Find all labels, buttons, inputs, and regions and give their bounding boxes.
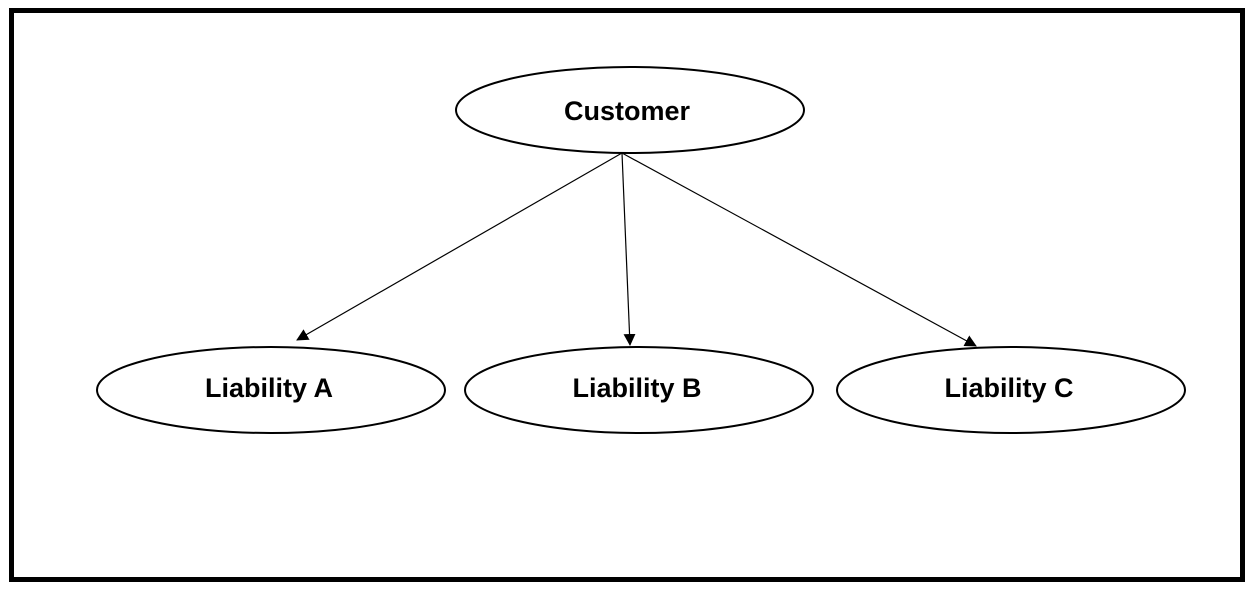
node-liability-b: Liability B: [464, 346, 814, 434]
node-liability-a-shape: [96, 346, 446, 434]
edge-customer-to-liability-c: [621, 152, 977, 347]
edge-customer-to-liability-a: [296, 152, 623, 341]
node-liability-b-shape: [464, 346, 814, 434]
node-customer-shape: [455, 66, 805, 154]
node-customer-label: Customer: [564, 96, 691, 126]
node-liability-c-label: Liability C: [944, 373, 1073, 403]
node-liability-c: Liability C: [836, 346, 1186, 434]
node-liability-a: Liability A: [96, 346, 446, 434]
edge-customer-to-liability-b: [621, 152, 636, 346]
node-liability-c-shape: [836, 346, 1186, 434]
node-liability-b-label: Liability B: [572, 373, 701, 403]
node-customer: Customer: [455, 66, 805, 154]
node-liability-a-label: Liability A: [205, 373, 333, 403]
